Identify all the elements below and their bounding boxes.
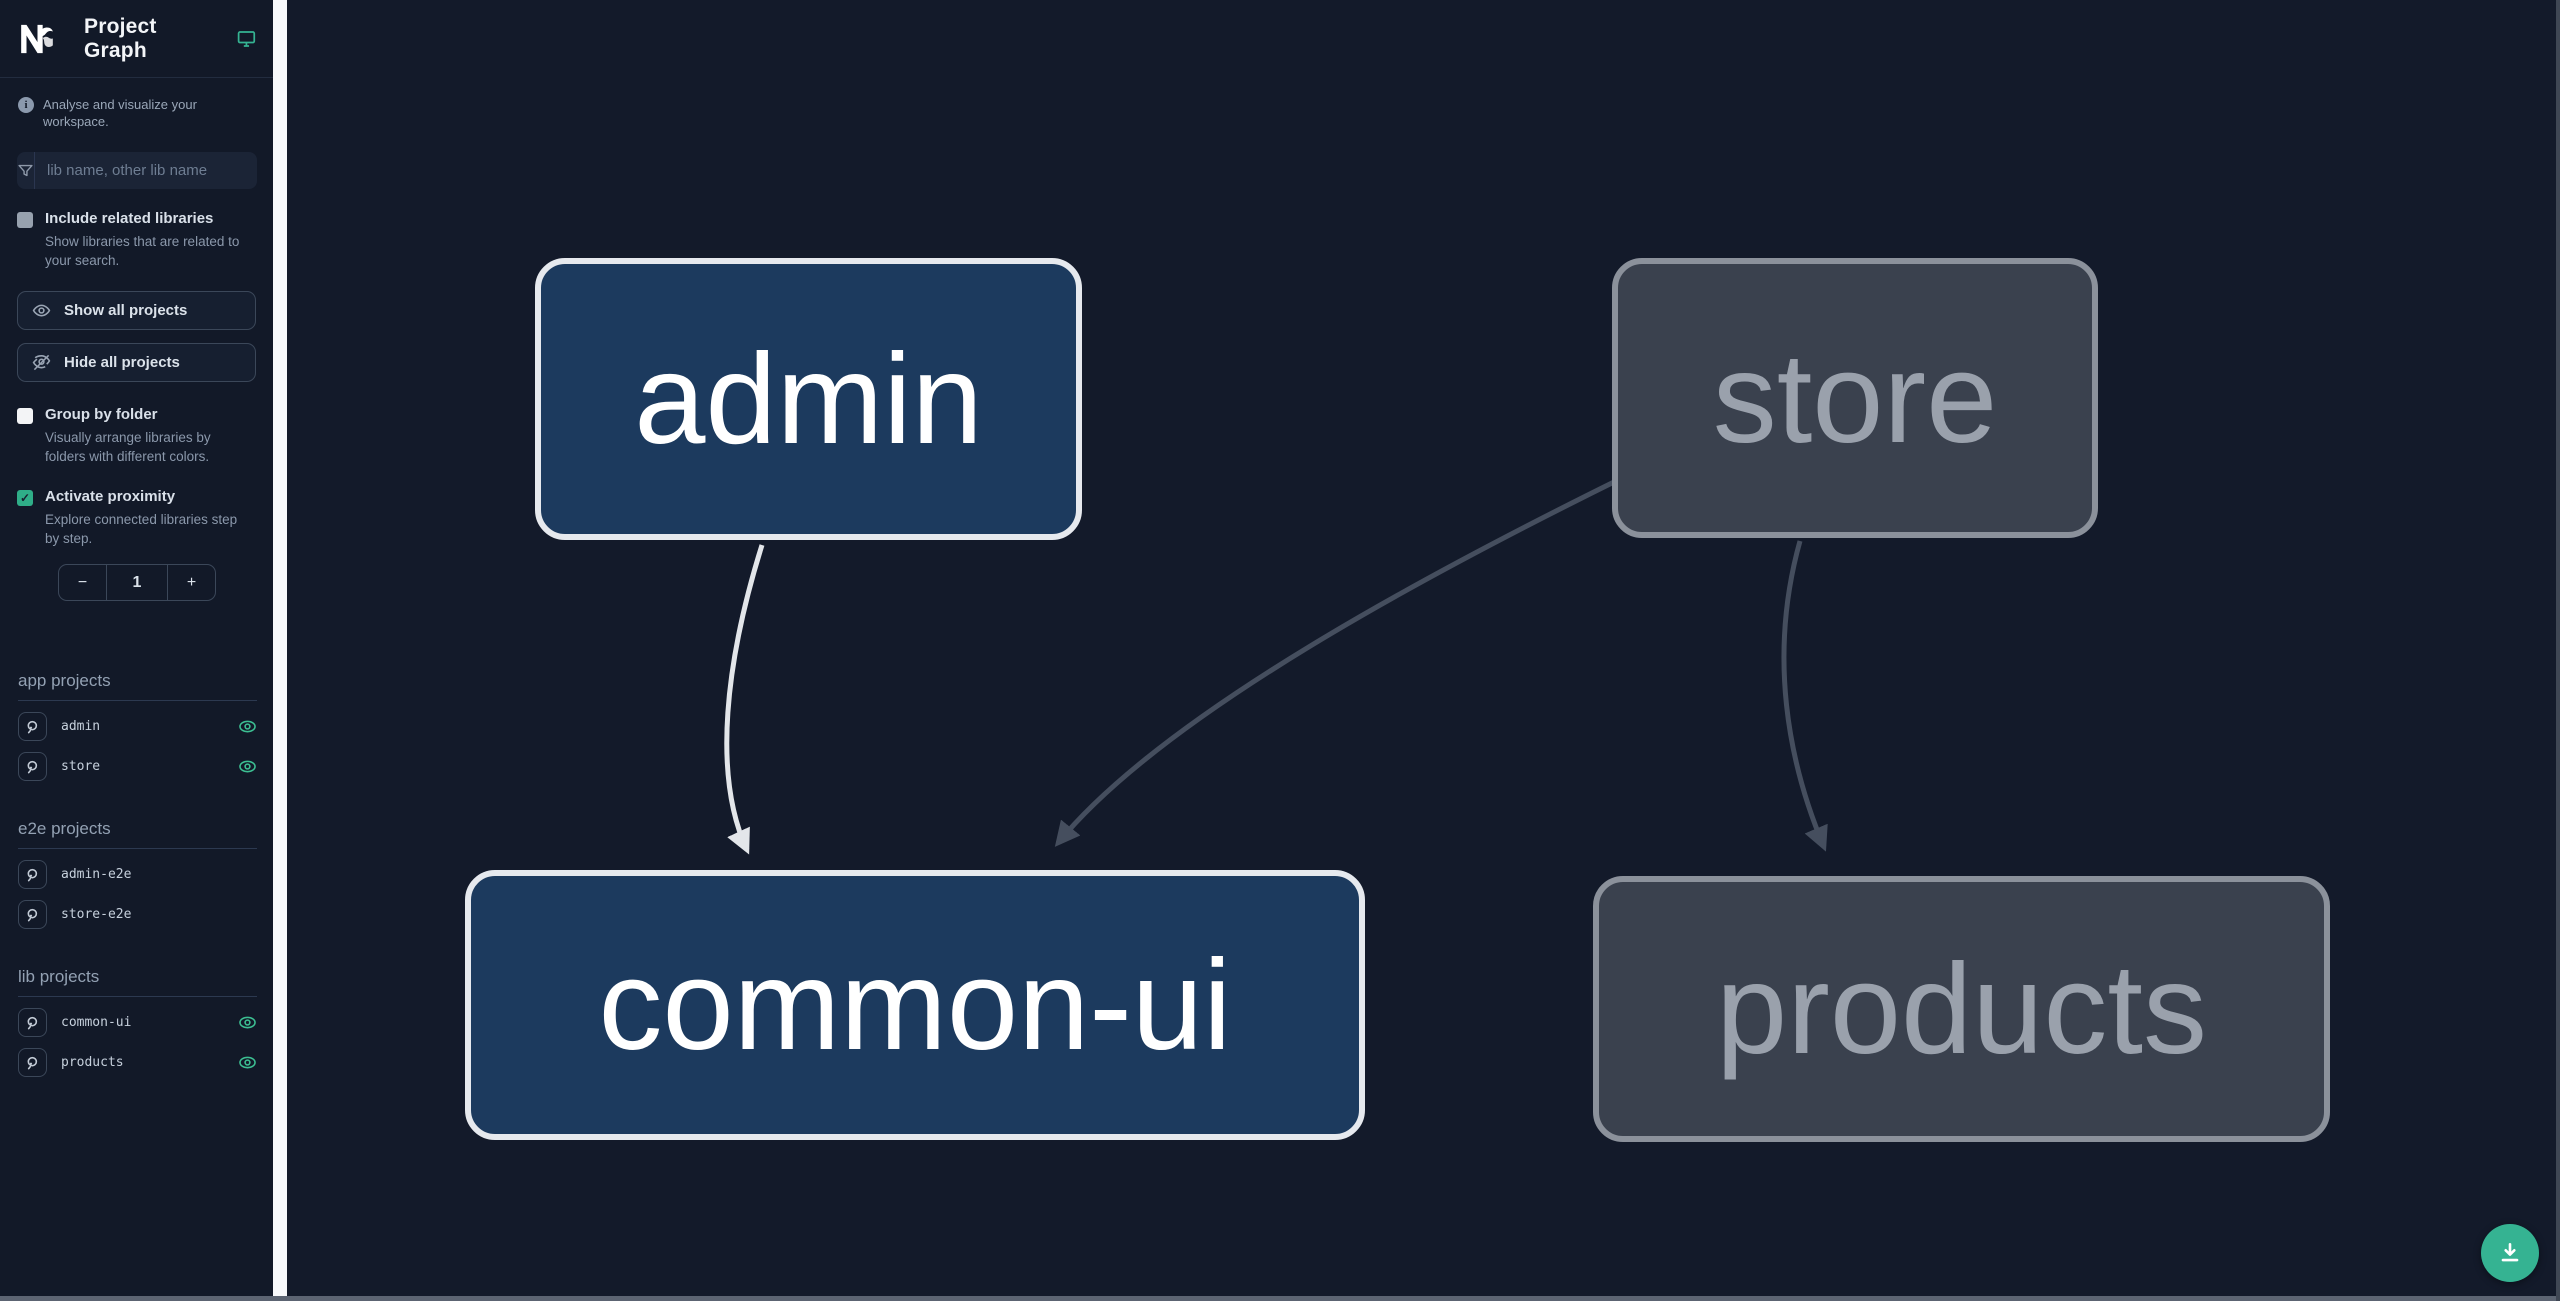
edge-admin-to-common-ui[interactable] [724,544,765,855]
node-label: products [1716,937,2207,1081]
sidebar: Project Graph i Analyse and visualize yo… [0,0,273,1301]
include-related-label: Include related libraries [45,210,214,227]
section-title: lib projects [18,967,257,997]
vertical-scrollbar[interactable] [2556,0,2560,1301]
group-by-folder-label: Group by folder [45,406,158,423]
focus-project-button[interactable] [18,1048,47,1077]
section-title: e2e projects [18,819,257,849]
group-by-folder-description: Visually arrange libraries by folders wi… [45,430,211,464]
project-row-admin: admin [18,712,257,741]
project-row-admin-e2e: admin-e2e [18,860,257,889]
graph-node-products[interactable]: products [1593,876,2330,1142]
node-label: store [1712,326,1998,470]
project-row-store: store [18,752,257,781]
info-icon: i [18,97,34,113]
edge-store-to-products[interactable] [1781,540,1828,852]
download-icon [2501,1243,2519,1262]
node-label: admin [634,327,983,471]
activate-proximity-option: ✓ Activate proximity Explore connected l… [0,488,273,548]
workspace-tagline: i Analyse and visualize your workspace. [0,78,273,130]
funnel-icon [17,152,35,189]
toggle-visibility-eye-icon[interactable] [238,717,257,736]
project-sections: app projects admin store e2e projects admin-… [0,671,273,1077]
graph-node-common-ui[interactable]: common-ui [465,870,1365,1140]
section-title: app projects [18,671,257,701]
sidebar-resize-divider[interactable] [273,0,287,1301]
section-lib-projects: lib projects common-ui products [18,967,257,1077]
eye-icon [32,304,51,317]
focus-project-button[interactable] [18,752,47,781]
section-e2e-projects: e2e projects admin-e2e store-e2e [18,819,257,929]
focus-project-button[interactable] [18,712,47,741]
proximity-increment-button[interactable]: + [167,565,215,600]
project-name: store-e2e [61,907,132,922]
project-row-common-ui: common-ui [18,1008,257,1037]
project-name: admin-e2e [61,867,132,882]
project-name: common-ui [61,1015,132,1030]
proximity-stepper: − 1 + [58,564,216,601]
show-all-projects-button[interactable]: Show all projects [17,291,256,330]
project-row-products: products [18,1048,257,1077]
graph-node-admin[interactable]: admin [535,258,1082,540]
sidebar-header: Project Graph [0,0,273,78]
proximity-value: 1 [132,573,142,591]
group-by-folder-checkbox[interactable] [17,408,33,424]
toggle-visibility-eye-icon[interactable] [238,1053,257,1072]
project-row-store-e2e: store-e2e [18,900,257,929]
graph-node-store[interactable]: store [1612,258,2098,538]
activate-proximity-checkbox[interactable]: ✓ [17,490,33,506]
focus-project-button[interactable] [18,860,47,889]
nx-logo-icon [21,24,53,53]
project-name: products [61,1055,124,1070]
edge-store-to-common-ui[interactable] [1054,477,1620,847]
filter-input[interactable] [35,152,257,189]
proximity-decrement-button[interactable]: − [59,565,107,600]
include-related-checkbox[interactable] [17,212,33,228]
include-related-description: Show libraries that are related to your … [45,234,240,268]
hide-all-projects-button[interactable]: Hide all projects [17,343,256,382]
include-related-option: Include related libraries Show libraries… [0,210,273,270]
download-graph-button[interactable] [2481,1224,2539,1282]
section-app-projects: app projects admin store [18,671,257,781]
horizontal-scrollbar[interactable] [0,1296,2560,1301]
page-title: Project Graph [84,14,157,62]
project-graph-canvas[interactable]: admin store common-ui products [287,0,2560,1301]
node-label: common-ui [598,933,1232,1077]
toggle-visibility-eye-icon[interactable] [238,1013,257,1032]
group-by-folder-option: Group by folder Visually arrange librari… [0,406,273,466]
toggle-visibility-eye-icon[interactable] [238,757,257,776]
project-name: store [61,759,101,774]
focus-project-button[interactable] [18,900,47,929]
eye-off-icon [32,354,51,371]
activate-proximity-label: Activate proximity [45,488,176,505]
monitor-icon[interactable] [236,28,257,50]
project-filter [17,152,257,189]
focus-project-button[interactable] [18,1008,47,1037]
project-name: admin [61,719,101,734]
activate-proximity-description: Explore connected libraries step by step… [45,512,238,546]
